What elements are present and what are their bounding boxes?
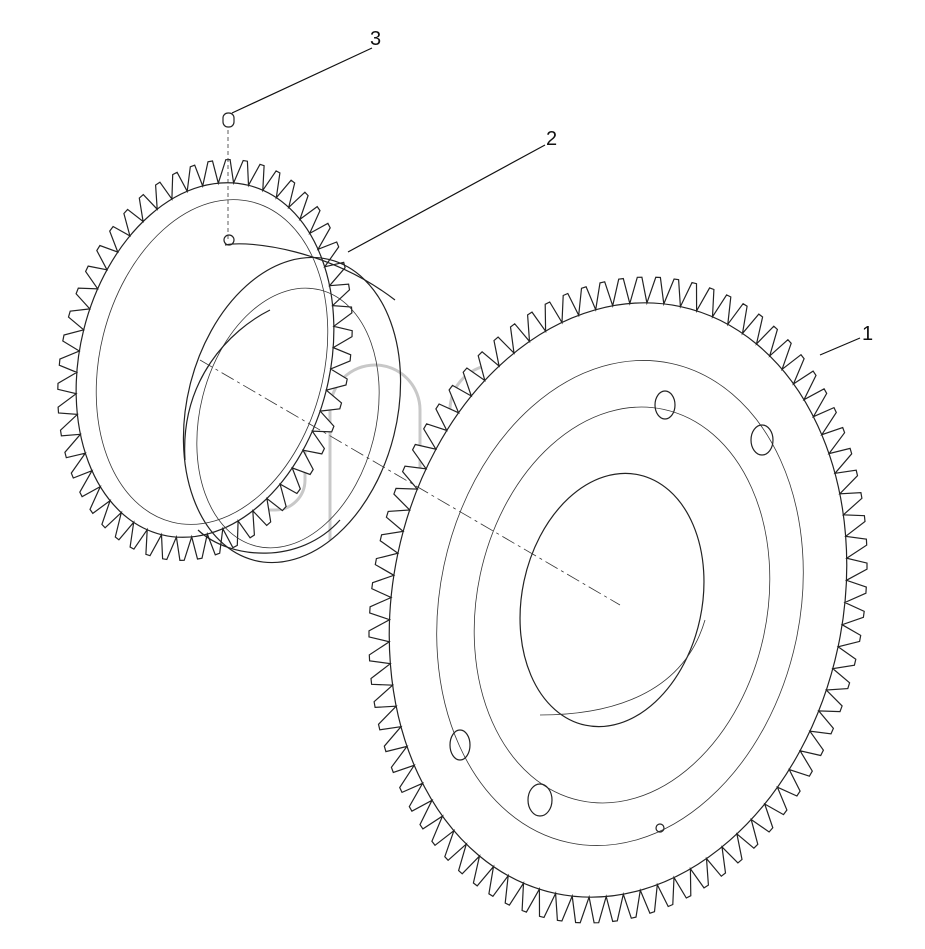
- callout-1: 1: [862, 323, 873, 345]
- callout-2: 2: [546, 128, 557, 150]
- bolt-hole: [750, 424, 774, 456]
- bolt-hole: [527, 783, 553, 817]
- leader-line-3: [231, 47, 373, 114]
- center-axis: [199, 359, 621, 606]
- gear-teeth: [368, 276, 868, 924]
- callout-3: 3: [370, 28, 381, 50]
- bolt-hole: [654, 390, 676, 420]
- bolt-hole: [449, 729, 471, 761]
- large-gear: [368, 276, 868, 924]
- bolt-hole: [655, 823, 665, 833]
- pin-hole: [223, 234, 235, 246]
- leader-line-2: [347, 144, 546, 253]
- small-gear: [57, 158, 353, 562]
- pin-part: [222, 112, 235, 240]
- gear-teeth: [57, 158, 353, 562]
- leader-line-1: [819, 337, 861, 356]
- sleeve-part: [182, 234, 402, 564]
